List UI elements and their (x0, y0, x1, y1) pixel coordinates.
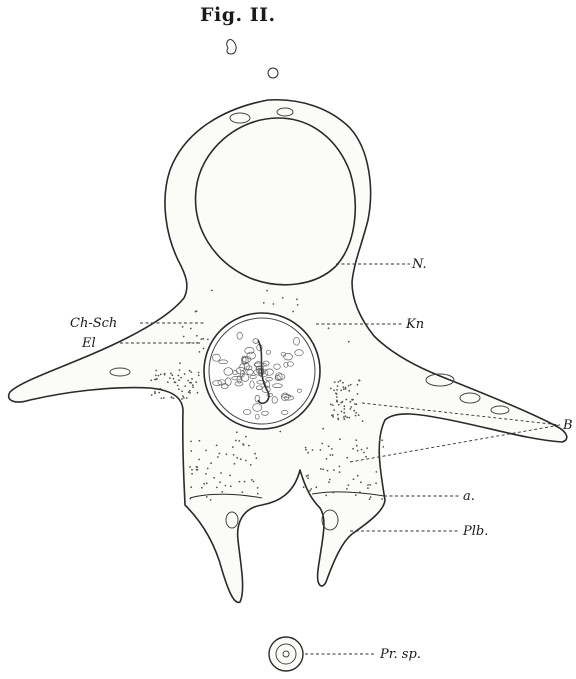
top-specks (227, 40, 278, 78)
label-b: B (562, 418, 573, 433)
label-el: El (81, 336, 96, 351)
label-plb: Plb. (462, 524, 488, 539)
label-a: a. (463, 489, 475, 504)
label-ch-sch: Ch-Sch (70, 316, 117, 331)
label-n: N. (411, 257, 427, 272)
label-pr-sp: Pr. sp. (379, 647, 421, 662)
pr-sp-structure (269, 637, 303, 671)
label-kn: Kn (405, 317, 424, 332)
